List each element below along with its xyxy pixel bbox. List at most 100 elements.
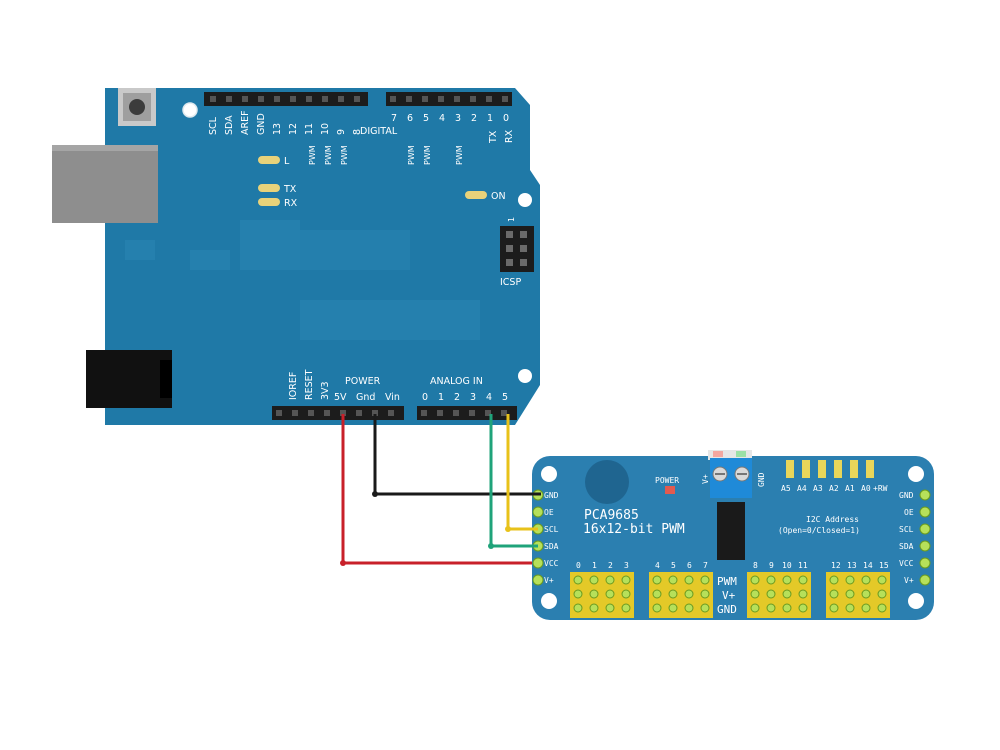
addr-label: +RW [873,484,888,493]
channel-pin [845,589,855,599]
header-hole [390,96,396,102]
channel-pin [589,589,599,599]
icsp-header: 1 ICSP [500,217,534,288]
icsp-hole [520,231,527,238]
pwm-mark: PWM [423,145,432,165]
pin-label: SCL [208,116,219,135]
channel-pin [798,589,808,599]
channel-pin [700,603,710,613]
terminal-gnd-label: GND [757,472,766,487]
analog-pin-label: 0 [422,392,428,403]
i2c-desc: (Open=0/Closed=1) [778,526,860,535]
channel-pin [861,603,871,613]
pwm-mark: PWM [407,145,416,165]
header-hole [501,410,507,416]
analog-pin-labels: 0 1 2 3 4 5 [422,392,508,403]
mount-hole-right-top [518,193,532,207]
reset-button[interactable] [118,88,156,126]
channel-pin [877,603,887,613]
addr-label: A4 [797,484,807,493]
power-pin-label: RESET [304,369,315,400]
channel-pin [877,575,887,585]
channel-pin [621,575,631,585]
pin-label: 13 [272,123,283,135]
pca-right-pin [919,506,931,518]
pin-label: 8 [352,129,363,135]
channel-pin [605,575,615,585]
led-rx-label: RX [284,198,298,209]
channel-pin [621,589,631,599]
channel-label: 2 [608,561,613,570]
channel-pin [652,603,662,613]
channel-pin [668,575,678,585]
channel-label: 13 [847,561,857,570]
power-pin-label: IOREF [288,372,299,400]
pca9685-chip [717,502,745,560]
channel-pin [766,603,776,613]
header-hole [306,96,312,102]
addr-label: A0 [861,484,871,493]
channel-label: 11 [798,561,808,570]
mount-hole-top-left [182,102,198,118]
pin-label: GND [256,113,267,135]
pin-label-tx: TX [488,130,499,144]
channel-pin [798,603,808,613]
address-pad [818,460,826,478]
channel-pin [750,589,760,599]
header-hole [469,410,475,416]
pca-left-pin-labels: GND OE SCL SDA VCC V+ [544,491,559,585]
channel-pin [668,603,678,613]
channel-label: 10 [782,561,792,570]
icsp-pin1-label: 1 [507,217,516,222]
channel-pin [668,589,678,599]
terminal-vplus-label: V+ [701,474,710,484]
analog-pin-label: 4 [486,392,492,403]
channel-label: 15 [879,561,889,570]
header-hole [324,410,330,416]
pca-right-pin-label: V+ [904,576,914,585]
led-rx: RX [258,198,298,209]
pca-right-pin-label: OE [904,508,914,517]
pin-label: 9 [336,129,347,135]
pca-right-pin-label: VCC [899,559,914,568]
header-hole [340,410,346,416]
header-hole [210,96,216,102]
icsp-label: ICSP [500,277,521,288]
pin-label: 2 [471,113,477,124]
channel-pin [589,575,599,585]
header-hole [453,410,459,416]
channel-label: 8 [753,561,758,570]
arduino-board [105,88,540,425]
pin-label-rx: RX [504,129,515,143]
header-hole [322,96,328,102]
led-l: L [258,156,290,167]
icsp-hole [520,259,527,266]
pca-mount-hole [541,593,557,609]
gnd-col-label: GND [717,603,737,616]
pca-left-pin-label: VCC [544,559,559,568]
pin-label: 6 [407,113,413,124]
power-pin-label: 5V [334,392,347,403]
channel-labels: 0 1 2 3 4 5 6 7 8 9 10 11 12 13 14 15 [576,561,889,570]
addr-label: A1 [845,484,855,493]
header-hole [292,410,298,416]
pin-label: AREF [240,110,251,135]
addr-label: A3 [813,484,823,493]
i2c-title: I2C Address [806,515,859,524]
channel-pin [861,575,871,585]
led-l-label: L [284,156,290,167]
pwm-col-label: PWM [717,575,737,588]
pin-label: 12 [288,123,299,135]
channel-pin [573,603,583,613]
channel-pin [684,575,694,585]
channel-label: 7 [703,561,708,570]
header-power [272,406,404,420]
pca-right-pin-label: GND [899,491,914,500]
address-jumper-labels: A5 A4 A3 A2 A1 A0 +RW [781,484,888,493]
channel-label: 6 [687,561,692,570]
pca-left-pin [532,574,544,586]
analog-pin-label: 2 [454,392,460,403]
digital-label: DIGITAL [360,126,398,137]
channel-pin [861,589,871,599]
